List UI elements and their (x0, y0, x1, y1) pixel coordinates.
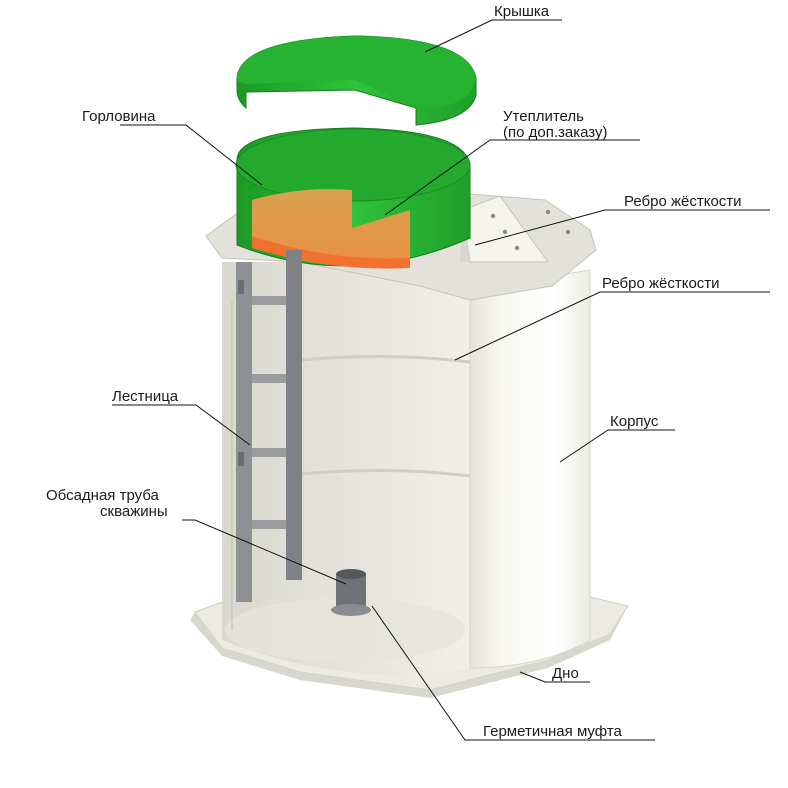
label-cover: Крышка (494, 3, 550, 20)
label-body: Корпус (610, 413, 659, 430)
cover (236, 35, 477, 126)
leader-lines (112, 19, 770, 741)
labels: Крышка Горловина Утеплитель (по доп.зака… (46, 3, 742, 740)
label-insulation-line2: (по доп.заказу) (503, 124, 608, 141)
label-insulation-line1: Утеплитель (503, 108, 584, 125)
label-bottom: Дно (552, 665, 579, 682)
label-rib-side: Ребро жёсткости (602, 275, 720, 292)
label-casing-line1: Обсадная труба (46, 487, 160, 504)
body-shell (222, 262, 591, 675)
label-neck: Горловина (82, 108, 156, 125)
ladder (236, 250, 302, 602)
label-rib-top: Ребро жёсткости (624, 193, 742, 210)
label-ladder: Лестница (112, 388, 179, 405)
label-coupling: Герметичная муфта (483, 723, 622, 740)
casing-pipe (331, 569, 371, 616)
label-casing-line2: скважины (100, 503, 168, 520)
insulation (252, 189, 410, 269)
